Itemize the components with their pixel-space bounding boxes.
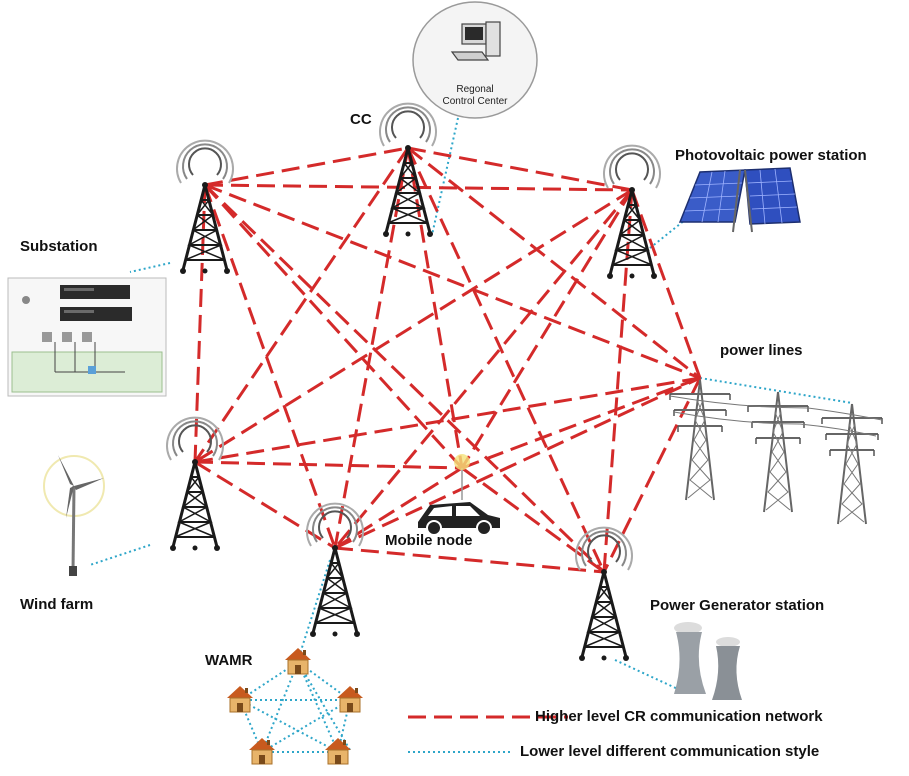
tower-cc: [378, 102, 438, 239]
substation-label: Substation: [20, 238, 98, 255]
tower-generator: [574, 526, 634, 663]
computer-icon: [450, 21, 501, 61]
cooling-tower-icon: [674, 622, 742, 700]
regional-control-center-label: Regonal Control Center: [442, 84, 508, 107]
power-line-pylons: [669, 379, 883, 525]
substation-equipment: [7, 277, 167, 397]
wamr-label: WAMR: [205, 652, 253, 669]
solar-panel-icon: [678, 167, 801, 233]
cc-label: CC: [350, 111, 372, 128]
legend-low-level-label: Lower level different communication styl…: [520, 743, 820, 760]
mobile-node-label: Mobile node: [385, 532, 473, 549]
regional-control-center: [412, 1, 538, 119]
house-icon: [226, 685, 254, 713]
legend-high-level-label: Higher level CR communication network: [535, 708, 823, 725]
house-icon: [336, 685, 364, 713]
power-lines-label: power lines: [720, 342, 803, 359]
car-icon: [418, 454, 500, 536]
power-generator-label: Power Generator station: [650, 597, 825, 614]
wind-turbine-icon: [43, 455, 105, 576]
wind-farm-label: Wind farm: [20, 596, 94, 613]
house-icon: [248, 737, 276, 765]
tower-wind: [165, 416, 225, 553]
house-icon: [324, 737, 352, 765]
house-icon: [284, 647, 312, 675]
photovoltaic-label: Photovoltaic power station: [675, 147, 867, 164]
cr-links: [193, 146, 702, 574]
